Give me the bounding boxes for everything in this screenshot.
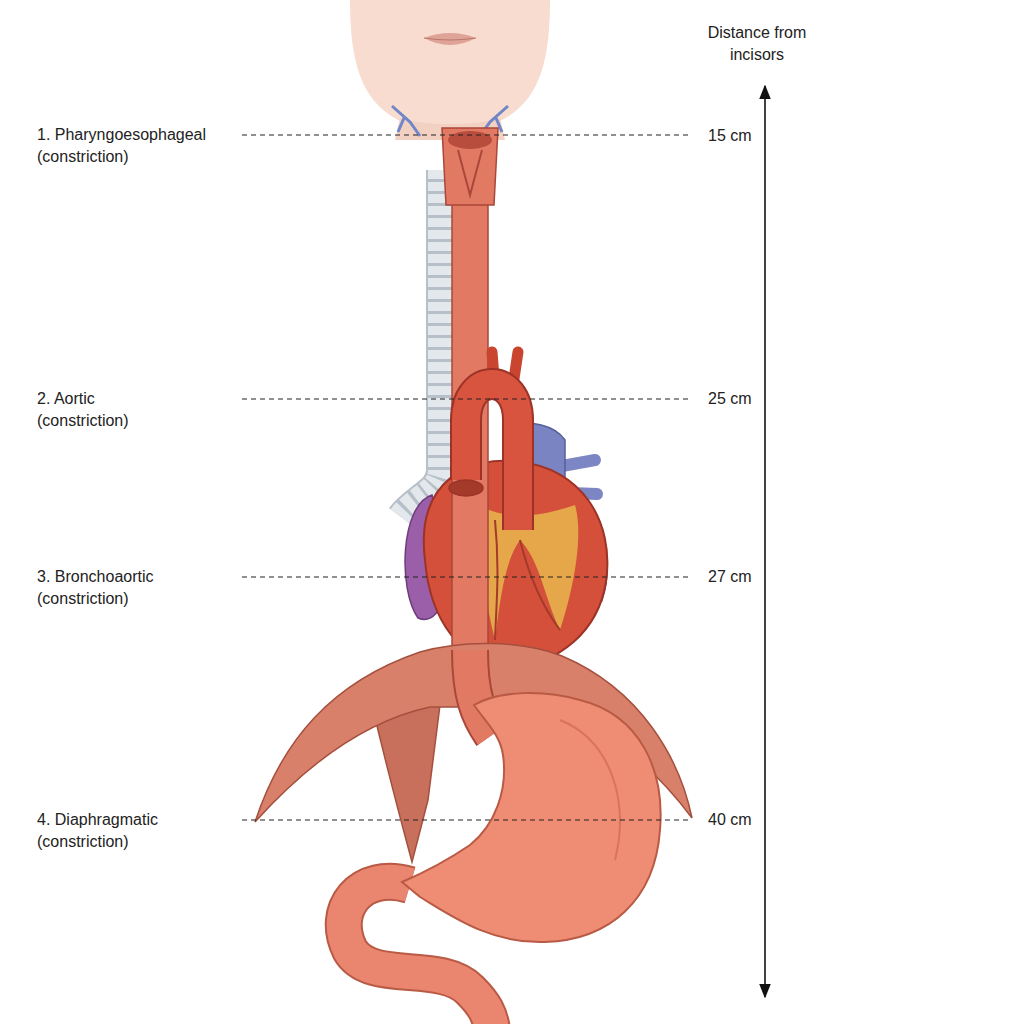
constriction-label: 1. Pharyngoesophageal (constriction) — [37, 124, 237, 168]
level-line — [242, 819, 692, 820]
lips — [424, 33, 476, 45]
coronary-vessel — [495, 520, 560, 640]
distance-value: 40 cm — [708, 809, 752, 831]
larynx — [458, 150, 482, 195]
level-line — [242, 576, 692, 577]
constriction-label: 3. Bronchoaortic (constriction) — [37, 566, 187, 610]
trachea-outline — [405, 170, 446, 520]
distance-value: 25 cm — [708, 388, 752, 410]
aortic-arch-outline — [466, 384, 518, 530]
level-line — [242, 134, 692, 135]
level-line — [242, 398, 692, 399]
stomach-fold — [560, 720, 620, 860]
distance-value: 27 cm — [708, 566, 752, 588]
chin — [350, 0, 550, 128]
trachea — [405, 170, 446, 520]
distance-value: 15 cm — [708, 125, 752, 147]
level-lines — [242, 135, 692, 820]
trachea-rings — [405, 170, 446, 520]
vein — [392, 106, 420, 136]
constriction-label: 4. Diaphragmatic (constriction) — [37, 809, 187, 853]
face — [350, 0, 550, 140]
aortic-arch — [466, 384, 518, 530]
stomach — [402, 693, 661, 942]
pharynx — [442, 128, 498, 205]
distance-axis — [764, 86, 766, 997]
lip-line — [424, 38, 476, 40]
constriction-label: 2. Aortic (constriction) — [37, 388, 147, 432]
pharynx-opening — [448, 131, 492, 149]
crus — [372, 705, 440, 862]
axis-title: Distance from incisors — [697, 22, 817, 66]
aorta-cut — [449, 480, 483, 496]
aorta — [449, 352, 518, 530]
